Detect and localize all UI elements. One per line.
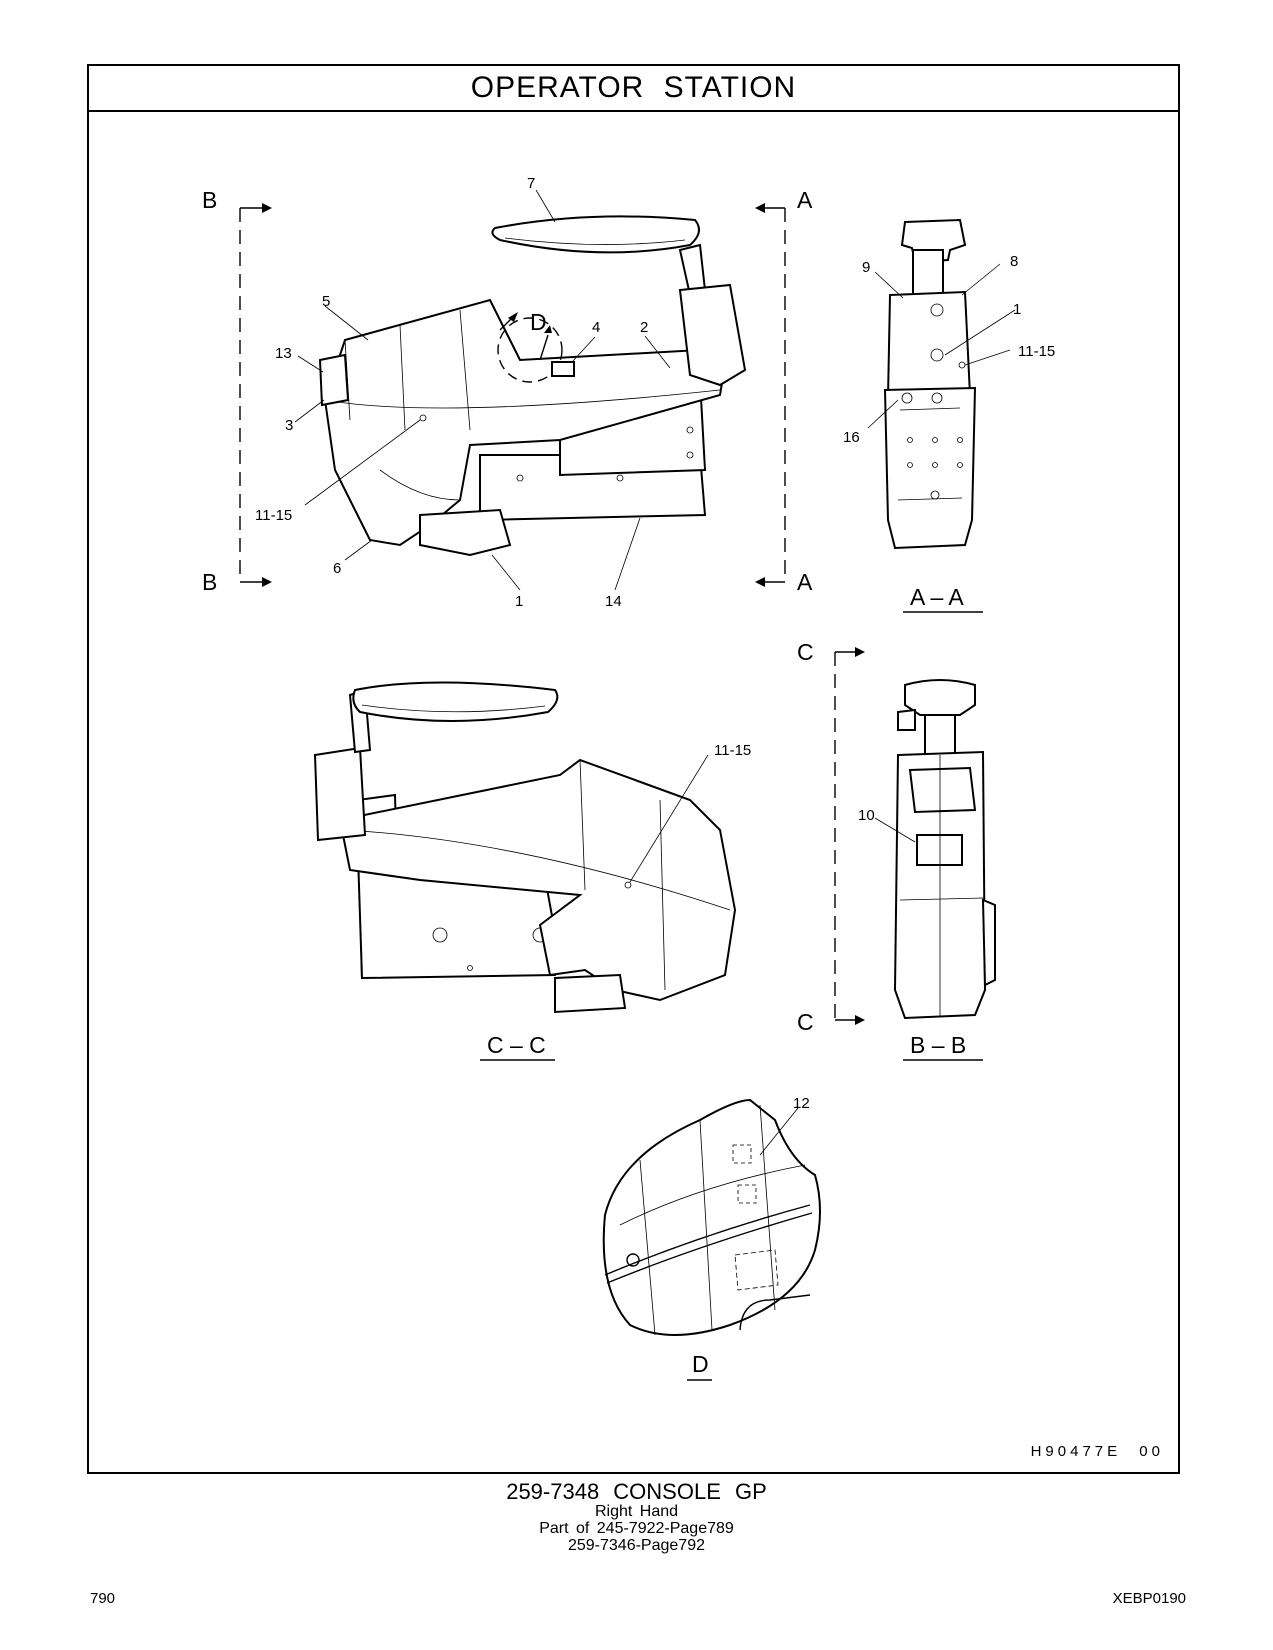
section-marker-b-top: B [202,187,217,213]
callout-5: 5 [322,293,330,310]
view-c-c: 11-15 C – C [313,681,751,1061]
callout-16: 16 [843,429,860,446]
callout-7: 7 [527,175,535,192]
detail-d: 12 D [602,1095,821,1381]
section-c-line: C C [797,639,865,1035]
callout-13: 13 [275,345,292,362]
callout-1-aa: 1 [1013,301,1021,318]
callout-14: 14 [605,593,622,610]
detail-marker-d: D [530,309,547,335]
callout-8: 8 [1010,253,1018,270]
caption: 259-7348 CONSOLE GP Right Hand Part of 2… [0,1480,1273,1554]
page-number: 790 [90,1590,116,1607]
callout-11-15-cc: 11-15 [714,742,751,759]
document-code: XEBP0190 [1112,1590,1186,1607]
view-b-b: 10 B – B [858,679,996,1061]
drawing-code: H90477E 00 [1030,1443,1164,1460]
main-view: B B A A D 7 5 13 3 11-15 6 1 14 4 2 [202,175,813,610]
callout-11-15-aa: 11-15 [1018,343,1055,360]
view-a-a: 9 8 1 11-15 16 A – A [843,218,1055,613]
callout-11-15: 11-15 [255,507,292,524]
callout-10: 10 [858,807,875,824]
section-marker-a-top: A [797,187,813,213]
view-title-b-b: B – B [910,1032,966,1058]
view-title-c-c: C – C [487,1032,546,1058]
callout-1: 1 [515,593,523,610]
section-marker-a-bottom: A [797,569,813,595]
side-label: Right Hand [594,1503,679,1520]
drawing-frame: OPERATOR STATION H90477E 00 [87,64,1180,1474]
callout-9: 9 [862,259,870,276]
section-marker-b-bottom: B [202,569,217,595]
view-title-d: D [692,1351,709,1377]
callout-2: 2 [640,319,648,336]
section-marker-c-top: C [797,639,814,665]
page-title: OPERATOR STATION [89,66,1178,112]
callout-12: 12 [793,1095,810,1112]
view-title-a-a: A – A [910,584,964,610]
callout-3: 3 [285,417,293,434]
callout-6: 6 [333,560,341,577]
page-reference: 259-7346-Page792 [567,1537,705,1554]
part-title: 259-7348 CONSOLE GP [506,1479,767,1504]
part-of-reference: Part of 245-7922-Page789 [539,1520,734,1537]
section-marker-c-bottom: C [797,1009,814,1035]
callout-4: 4 [592,319,600,336]
